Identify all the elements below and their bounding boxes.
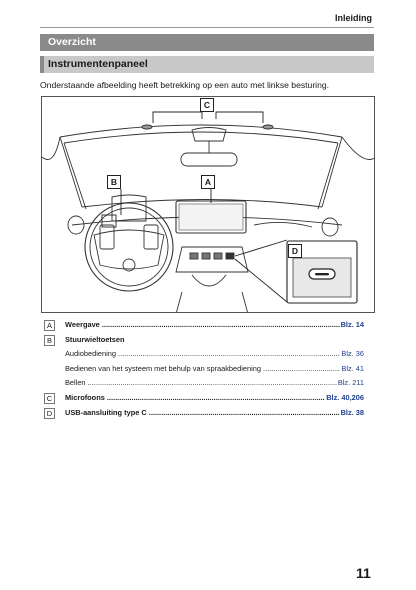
running-head: Inleiding xyxy=(40,12,374,28)
left-door-edge xyxy=(42,136,61,160)
console-button-usb xyxy=(225,252,235,260)
legend-label: Audiobediening xyxy=(65,347,364,362)
vent-left xyxy=(67,215,85,235)
dashboard-top-line xyxy=(81,199,323,208)
dashboard-illustration: C B A D xyxy=(41,96,375,313)
rear-view-mirror xyxy=(180,152,238,167)
callout-b-frame xyxy=(101,214,117,228)
page-reference-link[interactable]: Blz. 40,206 xyxy=(325,390,364,406)
center-stack xyxy=(175,246,249,273)
steering-switches-left xyxy=(99,224,115,250)
windshield-inner-frame xyxy=(63,131,339,144)
console-button-1 xyxy=(189,252,199,260)
overhead-console xyxy=(191,127,227,142)
legend-row-audio: Audiobediening Blz. 36 xyxy=(44,347,364,362)
a-pillar-left xyxy=(59,136,87,210)
dashboard-drawing xyxy=(42,111,374,312)
subsection-heading: Instrumentenpaneel xyxy=(40,56,374,73)
windshield-top-frame xyxy=(59,124,343,138)
steering-wheel-hub xyxy=(93,229,165,270)
legend-letter: D xyxy=(44,407,55,419)
steering-wheel-logo xyxy=(122,258,136,272)
legend-label: Weergave xyxy=(65,318,364,333)
microphone-left xyxy=(141,124,153,130)
legend-label: Bellen xyxy=(65,376,364,391)
a-pillar-right xyxy=(317,136,343,210)
page-reference-link[interactable]: Blz. 14 xyxy=(339,318,364,333)
legend-row-calling: Bellen Blz. 211 xyxy=(44,376,364,391)
callout-d-leader-bottom xyxy=(234,258,288,303)
vent-right xyxy=(321,217,339,237)
legend-letter: A xyxy=(44,320,55,331)
legend-list: A Weergave Blz. 14 B Stuurwieltoetsen Au… xyxy=(44,318,364,421)
callout-c: C xyxy=(200,98,214,112)
legend-row-microphones: C Microfoons Blz. 40,206 xyxy=(44,390,364,406)
legend-label: Bedienen van het systeem met behulp van … xyxy=(65,362,364,377)
legend-row-voice: Bedienen van het systeem met behulp van … xyxy=(44,361,364,377)
console-sides xyxy=(176,291,248,312)
legend-row-usb: D USB-aansluiting type C Blz. 38 xyxy=(44,405,364,421)
callout-d: D xyxy=(288,244,302,258)
page-reference-link[interactable]: Blz. 211 xyxy=(336,376,364,391)
legend-row-display: A Weergave Blz. 14 xyxy=(44,318,364,333)
callout-d-leader-top xyxy=(234,239,288,257)
chapter-title: Inleiding xyxy=(335,13,372,23)
page-reference-link[interactable]: Blz. 41 xyxy=(340,361,364,377)
instrument-cluster xyxy=(111,194,147,222)
microphone-right xyxy=(262,124,274,130)
page-reference-link[interactable]: Blz. 36 xyxy=(340,347,364,362)
callout-c-leader-right xyxy=(215,111,264,123)
gear-selector xyxy=(191,274,227,287)
callout-b: B xyxy=(107,175,121,189)
console-button-3 xyxy=(213,252,223,260)
callout-c-leader-left xyxy=(152,111,203,123)
steering-wheel-inner xyxy=(89,207,169,287)
legend-letter: B xyxy=(44,334,55,346)
usb-c-port-tongue xyxy=(315,273,329,276)
legend-label: Stuurwieltoetsen xyxy=(65,334,125,344)
right-door-edge xyxy=(341,136,374,160)
section-heading: Overzicht xyxy=(40,34,374,51)
legend-letter: C xyxy=(44,392,55,404)
legend-label: Microfoons xyxy=(65,391,364,406)
page-reference-link[interactable]: Blz. 38 xyxy=(339,405,364,421)
intro-text: Onderstaande afbeelding heeft betrekking… xyxy=(40,80,330,90)
callout-a: A xyxy=(201,175,215,189)
steering-wheel-rim xyxy=(84,202,174,292)
page-number: 11 xyxy=(356,565,371,581)
console-button-2 xyxy=(201,252,211,260)
legend-label: USB-aansluiting type C xyxy=(65,406,364,421)
legend-row-steering-switches: B Stuurwieltoetsen xyxy=(44,333,364,348)
steering-switches-right xyxy=(143,224,159,250)
passenger-dash-trim xyxy=(253,222,313,228)
center-display-screen xyxy=(178,203,244,231)
